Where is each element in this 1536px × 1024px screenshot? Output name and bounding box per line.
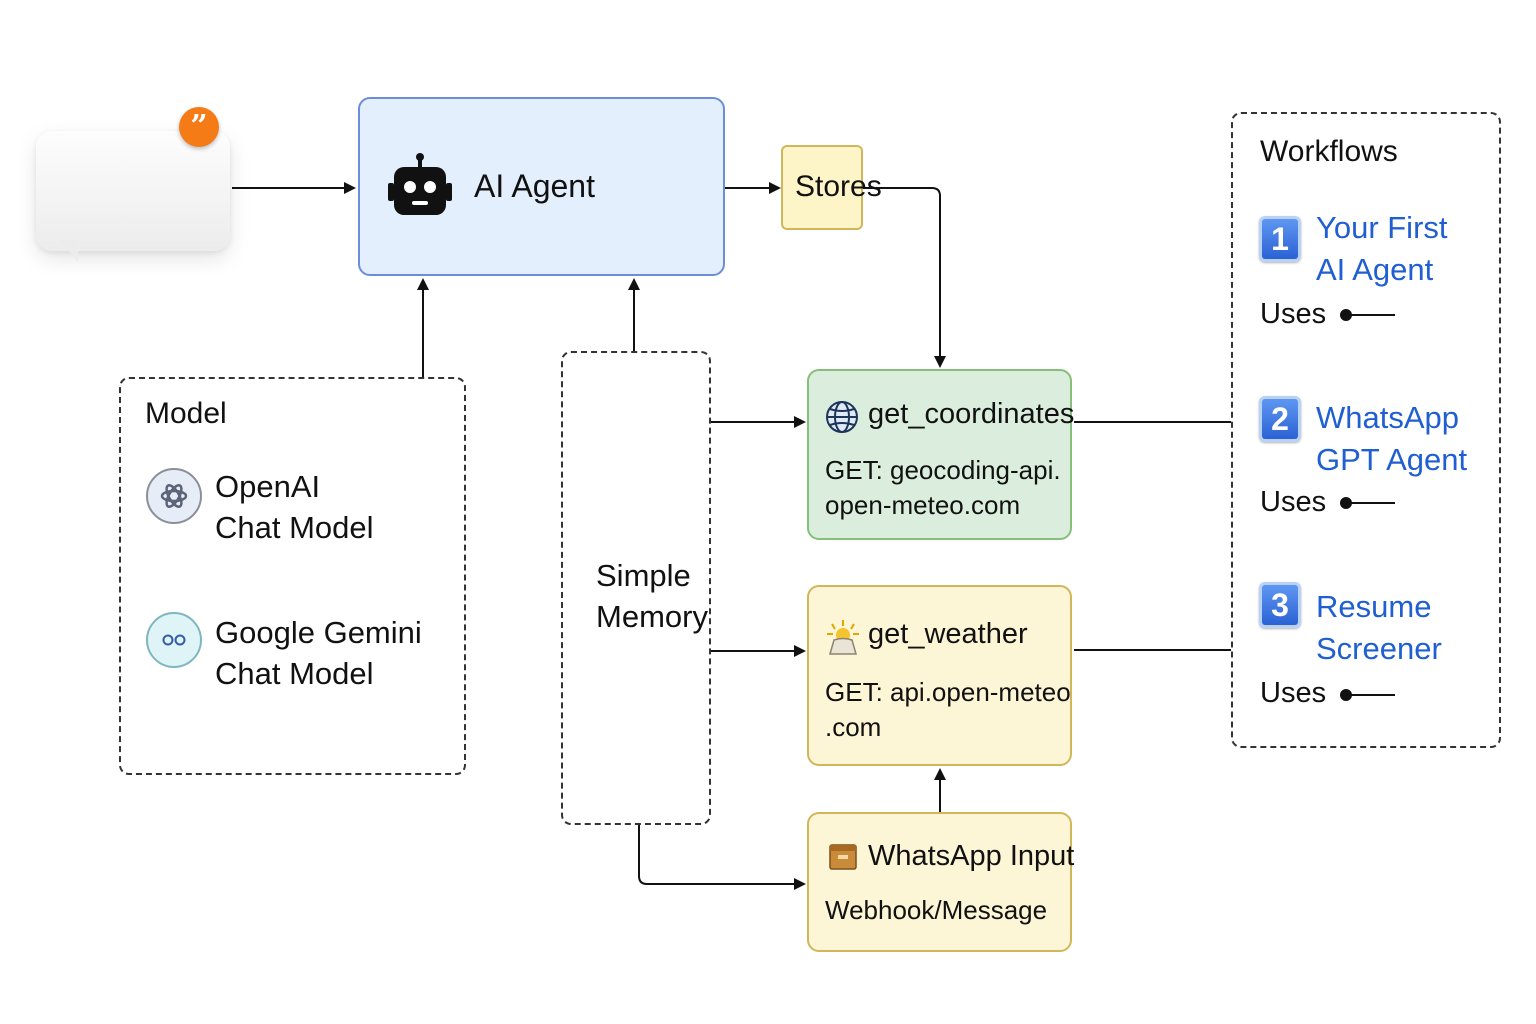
model-group-title: Model bbox=[145, 397, 227, 430]
openai-line-1: OpenAI bbox=[215, 469, 321, 504]
model-group bbox=[119, 377, 466, 775]
simple-memory-node[interactable] bbox=[561, 351, 711, 825]
get-coordinates-desc-1: GET: geocoding-api. bbox=[825, 455, 1061, 485]
chat-bubble-tail bbox=[60, 240, 78, 262]
workflow-3-line-2: Screener bbox=[1316, 631, 1442, 666]
workflow-link-resume-screener[interactable]: Resume Screener bbox=[1316, 586, 1442, 670]
workflow-2-line-1: WhatsApp bbox=[1316, 400, 1460, 435]
memory-line-2: Memory bbox=[596, 599, 708, 634]
openai-icon bbox=[146, 468, 202, 524]
get-coordinates-title: get_coordinates bbox=[868, 398, 1075, 430]
inbox-icon bbox=[829, 844, 857, 870]
workflow-1-line-1: Your First bbox=[1316, 210, 1448, 245]
simple-memory-label: Simple Memory bbox=[596, 555, 708, 637]
gemini-icon bbox=[146, 612, 202, 668]
get-coordinates-desc: GET: geocoding-api. open-meteo.com bbox=[825, 453, 1061, 523]
arrow-memory-to-input bbox=[638, 825, 806, 890]
whatsapp-input-title: WhatsApp Input bbox=[868, 840, 1075, 872]
workflow-number-3-icon: 3 bbox=[1259, 582, 1301, 628]
quote-badge-icon: ” bbox=[179, 107, 219, 147]
workflow-1-line-2: AI Agent bbox=[1316, 252, 1434, 287]
robot-icon bbox=[388, 153, 452, 215]
get-weather-desc-2: .com bbox=[825, 712, 882, 742]
get-coordinates-node[interactable] bbox=[807, 369, 1072, 540]
openai-line-2: Chat Model bbox=[215, 510, 374, 545]
gemini-line-1: Google Gemini bbox=[215, 615, 422, 650]
get-weather-title: get_weather bbox=[868, 618, 1028, 650]
memory-line-1: Simple bbox=[596, 558, 691, 593]
workflow-1-uses: Uses bbox=[1260, 298, 1327, 330]
get-weather-desc-1: GET: api.open-meteo bbox=[825, 677, 1071, 707]
workflow-3-uses: Uses bbox=[1260, 677, 1327, 709]
stores-node[interactable] bbox=[781, 145, 863, 230]
get-weather-desc: GET: api.open-meteo .com bbox=[825, 675, 1071, 745]
workflow-2-line-2: GPT Agent bbox=[1316, 442, 1468, 477]
workflow-3-line-1: Resume bbox=[1316, 589, 1432, 624]
workflows-title: Workflows bbox=[1260, 135, 1398, 168]
stores-label: Stores bbox=[795, 170, 882, 203]
weather-icon bbox=[827, 620, 859, 655]
chat-trigger-bubble[interactable] bbox=[36, 131, 230, 251]
globe-icon bbox=[826, 401, 858, 433]
workflow-number-1-icon: 1 bbox=[1259, 216, 1301, 262]
whatsapp-input-node[interactable] bbox=[807, 812, 1072, 952]
openai-model-label[interactable]: OpenAI Chat Model bbox=[215, 466, 374, 548]
get-weather-node[interactable] bbox=[807, 585, 1072, 766]
workflows-group bbox=[1231, 112, 1501, 748]
workflow-number-2-icon: 2 bbox=[1259, 396, 1301, 442]
get-coordinates-desc-2: open-meteo.com bbox=[825, 490, 1021, 520]
gemini-model-label[interactable]: Google Gemini Chat Model bbox=[215, 612, 422, 694]
gemini-line-2: Chat Model bbox=[215, 656, 374, 691]
arrow-stores-to-coordinates bbox=[863, 187, 946, 368]
workflow-link-whatsapp-gpt-agent[interactable]: WhatsApp GPT Agent bbox=[1316, 397, 1467, 481]
workflow-2-uses: Uses bbox=[1260, 486, 1327, 518]
whatsapp-input-desc: Webhook/Message bbox=[825, 895, 1048, 925]
workflow-link-your-first-ai-agent[interactable]: Your First AI Agent bbox=[1316, 207, 1448, 291]
ai-agent-label: AI Agent bbox=[474, 168, 595, 204]
